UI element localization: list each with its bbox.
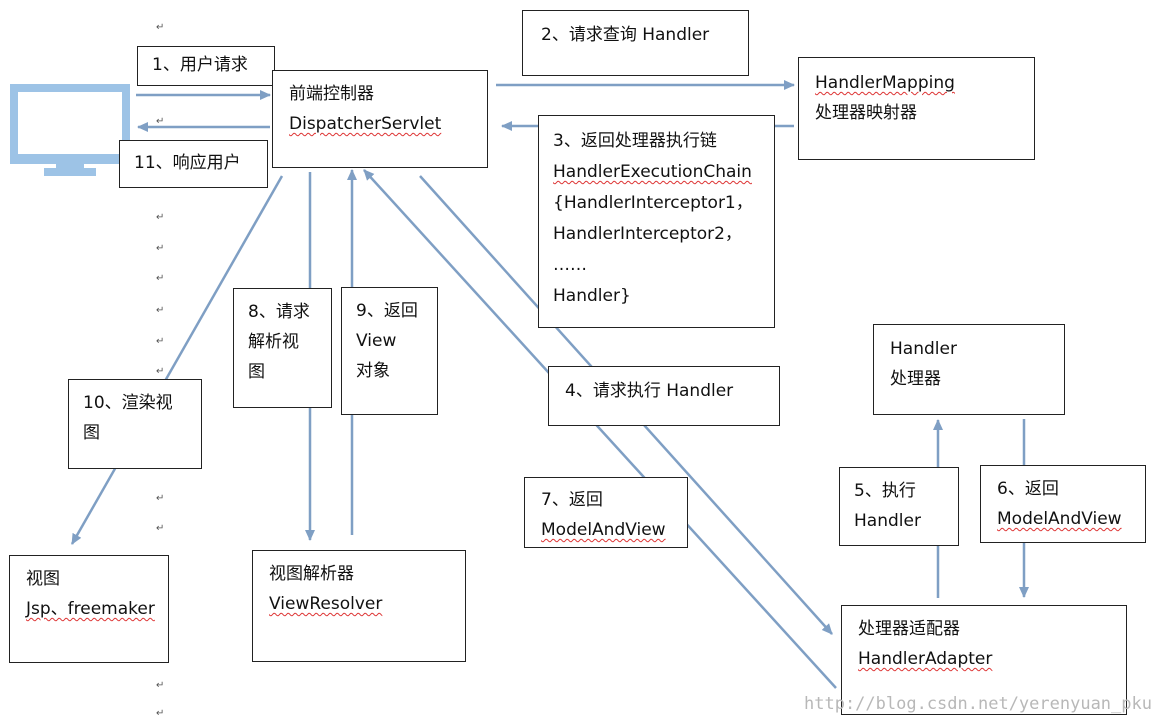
box-line: 7、返回 (541, 490, 603, 510)
arrow-render-view (70, 175, 284, 545)
box-line: Jsp、freemaker (26, 599, 155, 619)
box-line: 9、返回 (356, 301, 418, 321)
paragraph-mark: ↵ (156, 243, 165, 254)
arrow-return-mav7 (363, 169, 837, 689)
box-line: HandlerMapping (815, 73, 955, 93)
box-line: 前端控制器 (289, 84, 374, 104)
paragraph-mark: ↵ (156, 305, 165, 316)
box-line: 6、返回 (997, 479, 1059, 499)
box-line: 4、请求执行 Handler (565, 381, 734, 401)
box-line: 图 (83, 423, 100, 443)
box-view-resolver: 视图解析器 ViewResolver (252, 550, 466, 662)
paragraph-mark: ↵ (156, 708, 165, 719)
box-respond-user: 11、响应用户 (119, 140, 268, 188)
box-line: 对象 (356, 361, 390, 381)
box-handler: Handler 处理器 (873, 324, 1065, 415)
box-line: 处理器映射器 (815, 103, 917, 123)
box-line: {HandlerInterceptor1， (553, 193, 753, 213)
box-execute: 5、执行 Handler (839, 467, 959, 546)
box-return-mav7: 7、返回 ModelAndView (524, 477, 688, 548)
paragraph-mark: ↵ (156, 273, 165, 284)
box-line: 解析视 (248, 332, 299, 352)
box-line: 2、请求查询 Handler (541, 25, 710, 45)
box-line: 3、返回处理器执行链 (553, 131, 717, 151)
box-line: Handler (854, 511, 921, 531)
box-resolve-view: 8、请求解析视图 (233, 288, 332, 408)
box-line: View (356, 331, 397, 351)
box-line: 视图解析器 (269, 564, 354, 584)
box-line: HandlerInterceptor2， (553, 224, 742, 244)
paragraph-mark: ↵ (156, 336, 165, 347)
box-line: …… (553, 255, 587, 275)
box-return-mav6: 6、返回 ModelAndView (980, 465, 1146, 543)
box-user-request: 1、用户请求 (137, 46, 275, 86)
paragraph-mark: ↵ (156, 116, 165, 127)
box-query-handler: 2、请求查询 Handler (522, 10, 749, 76)
box-line: 图 (248, 362, 265, 382)
box-render-view: 10、渲染视图 (68, 379, 202, 469)
box-line: 8、请求 (248, 302, 310, 322)
box-line: ViewResolver (269, 594, 383, 614)
computer-monitor-icon (10, 84, 130, 176)
box-line: 10、渲染视 (83, 393, 173, 413)
paragraph-mark: ↵ (156, 366, 165, 377)
box-view: 视图 Jsp、freemaker (9, 555, 169, 663)
paragraph-mark: ↵ (156, 523, 165, 534)
box-return-chain: 3、返回处理器执行链 HandlerExecutionChain {HandlerI… (538, 115, 775, 328)
paragraph-mark: ↵ (156, 212, 165, 223)
paragraph-mark: ↵ (156, 493, 165, 504)
box-handler-adapter: 处理器适配器 HandlerAdapter (841, 605, 1127, 715)
paragraph-mark: ↵ (156, 22, 165, 33)
box-handler-mapping: HandlerMapping 处理器映射器 (798, 57, 1035, 160)
paragraph-mark: ↵ (156, 680, 165, 691)
box-line: DispatcherServlet (289, 114, 442, 134)
box-line: ModelAndView (997, 509, 1122, 529)
box-line: 1、用户请求 (152, 55, 248, 75)
box-dispatcher-servlet: 前端控制器 DispatcherServlet (272, 70, 488, 168)
box-line: 视图 (26, 569, 60, 589)
box-line: HandlerAdapter (858, 649, 993, 669)
box-line: Handler} (553, 286, 631, 306)
box-line: 11、响应用户 (134, 153, 241, 173)
box-line: ModelAndView (541, 520, 666, 540)
box-line: 处理器 (890, 369, 941, 389)
box-execute-handler: 4、请求执行 Handler (548, 366, 780, 426)
box-line: Handler (890, 339, 957, 359)
box-line: HandlerExecutionChain (553, 162, 752, 182)
box-return-view: 9、返回 View 对象 (341, 287, 438, 415)
watermark: http://blog.csdn.net/yerenyuan_pku (804, 694, 1152, 714)
box-line: 5、执行 (854, 481, 916, 501)
box-line: 处理器适配器 (858, 619, 960, 639)
